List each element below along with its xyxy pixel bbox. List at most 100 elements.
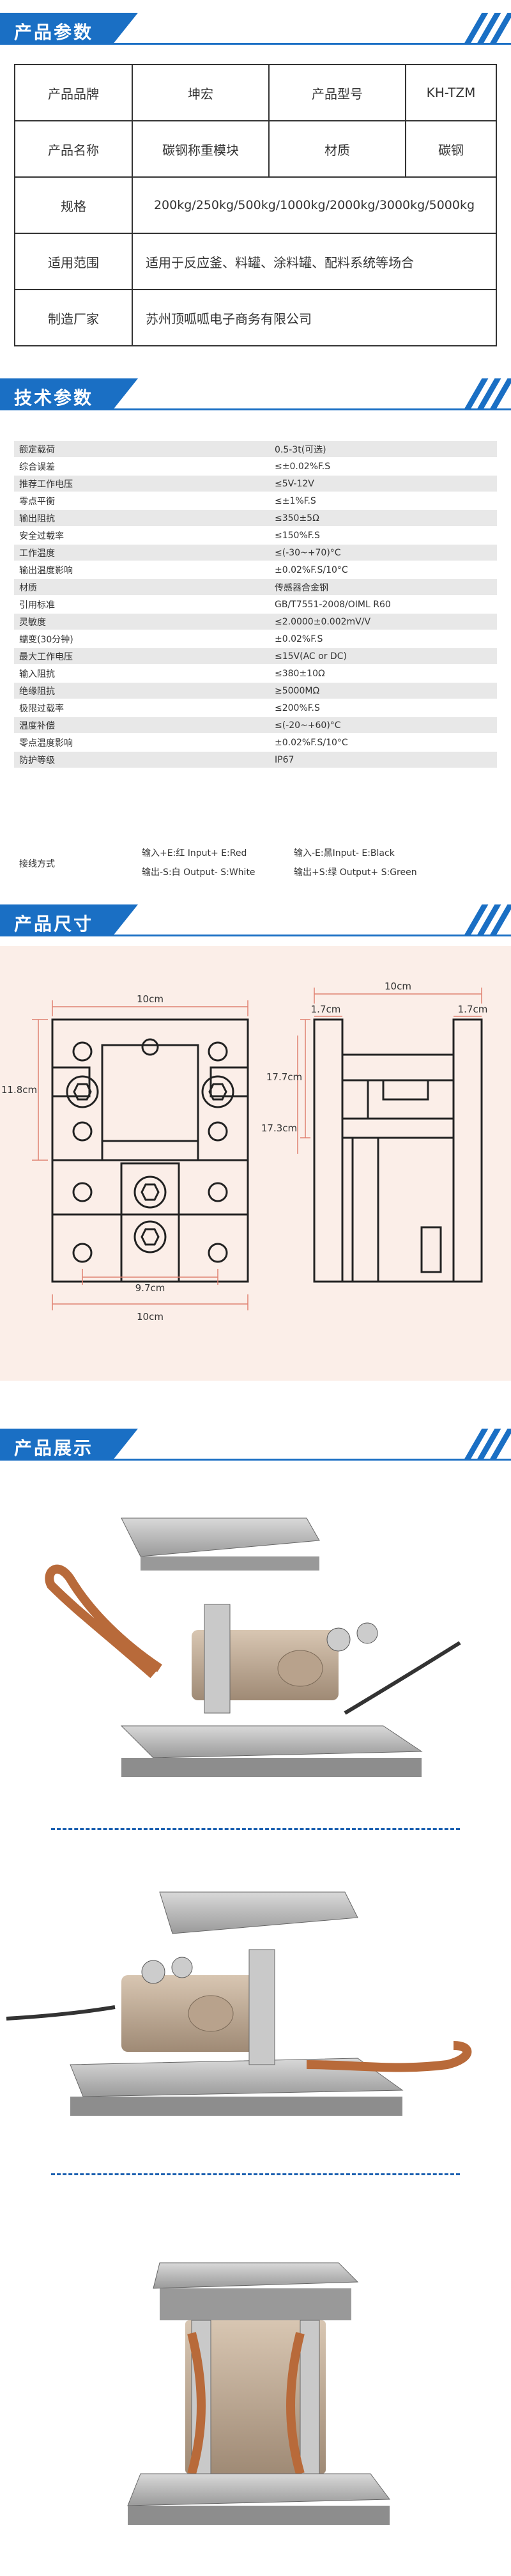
spec-value: ±0.02%F.S/10°C [275, 564, 348, 575]
spec-key: 极限过载率 [19, 703, 64, 714]
wiring-input-positive: 输入+E:红 Input+ E:Red [142, 848, 247, 858]
tech-spec-row: 综合误差 ≤±0.02%F.S [14, 458, 497, 476]
wiring-block: 接线方式 输入+E:红 Input+ E:Red 输入-E:黑Input- E:… [14, 842, 497, 887]
section-title: 技术参数 [14, 387, 94, 408]
spec-key: 零点平衡 [19, 496, 55, 507]
spec-key: 输出阻抗 [19, 513, 55, 524]
spec-value: ≤15V(AC or DC) [275, 651, 347, 662]
tech-spec-list: 额定载荷 0.5-3t(可选) 综合误差 ≤±0.02%F.S 推荐工作电压 ≤5V-12… [14, 441, 497, 769]
tech-spec-row: 引用标准 GB/T7551-2008/OIML R60 [14, 596, 497, 614]
section-title: 产品参数 [14, 22, 94, 43]
spec-value: ≤(-30~+70)°C [275, 547, 341, 558]
spec-key: 防护等级 [19, 755, 55, 766]
section-header-tech-params: 技术参数 [0, 378, 511, 410]
spec-label: 规格 [14, 176, 133, 234]
divider [51, 2173, 460, 2175]
tech-spec-row: 最大工作电压 ≤15V(AC or DC) [14, 648, 497, 665]
spec-key: 最大工作电压 [19, 651, 73, 662]
material-label: 材质 [268, 120, 406, 178]
front-view [51, 1018, 249, 1283]
tech-spec-row: 极限过载率 ≤200%F.S [14, 700, 497, 717]
spec-value: 传感器合金钢 [275, 582, 328, 593]
side-width-label: 10cm [385, 981, 411, 992]
front-width-bottom-label: 10cm [137, 1311, 164, 1323]
product-photo-1 [0, 1483, 511, 1803]
spec-value: GB/T7551-2008/OIML R60 [275, 599, 391, 610]
dimension-drawing-area: 10cm 11.8cm 9.7cm 10cm 10cm [0, 946, 511, 1381]
spec-key: 绝缘阻抗 [19, 686, 55, 697]
product-photo-2 [0, 1854, 511, 2154]
spec-value: ≤±1%F.S [275, 495, 316, 506]
spec-value: ≤±0.02%F.S [275, 461, 331, 472]
tech-spec-row: 零点平衡 ≤±1%F.S [14, 493, 497, 510]
wiring-label: 接线方式 [19, 859, 55, 869]
spec-key: 综合误差 [19, 462, 55, 472]
side-h1-label: 17.7cm [266, 1071, 302, 1083]
spec-key: 引用标准 [19, 600, 55, 610]
spec-value: ≥5000MΩ [275, 685, 320, 696]
tech-spec-row: 蠕变(30分钟)±0.02%F.S [14, 631, 497, 648]
front-height-label: 11.8cm [1, 1084, 37, 1096]
spec-value: ≤350±5Ω [275, 513, 319, 524]
wiring-input-negative: 输入-E:黑Input- E:Black [294, 848, 395, 858]
spec-value: ≤(-20~+60)°C [275, 720, 341, 731]
section-header-product-show: 产品展示 [0, 1429, 511, 1461]
tech-spec-row: 绝缘阻抗 ≥5000MΩ [14, 683, 497, 700]
model-value: KH-TZM [405, 64, 497, 121]
tech-spec-row: 输出阻抗 ≤350±5Ω [14, 510, 497, 527]
spec-key: 输入阻抗 [19, 669, 55, 679]
maker-label: 制造厂家 [14, 289, 133, 346]
tech-spec-row: 推荐工作电压 ≤5V-12V [14, 476, 497, 493]
section-title: 产品展示 [14, 1438, 94, 1459]
front-width-top-label: 10cm [137, 993, 164, 1005]
tech-spec-row: 输入阻抗 ≤380±10Ω [14, 665, 497, 683]
spec-value: ≤200%F.S [275, 702, 320, 713]
spec-key: 额定载荷 [19, 444, 55, 455]
tech-spec-row: 安全过载率 ≤150%F.S [14, 527, 497, 545]
spec-key: 材质 [19, 582, 37, 593]
maker-value: 苏州顶呱呱电子商务有限公司 [132, 289, 497, 346]
model-label: 产品型号 [268, 64, 406, 121]
front-inner-label: 9.7cm [135, 1282, 165, 1294]
tech-spec-row: 灵敏度 ≤2.0000±0.002mV/V [14, 614, 497, 631]
tech-spec-row: 防护等级 IP67 [14, 752, 497, 769]
wiring-output-negative: 输出-S:白 Output- S:White [142, 867, 256, 878]
divider [51, 1828, 460, 1830]
spec-value: ≤150%F.S [275, 530, 320, 541]
scope-value: 适用于反应釜、料罐、涂料罐、配料系统等场合 [132, 233, 497, 290]
section-title: 产品尺寸 [14, 913, 94, 935]
section-header-product-params: 产品参数 [0, 13, 511, 45]
bolt-heads [66, 1075, 234, 1253]
spec-value: ±0.02%F.S/10°C [275, 737, 348, 748]
spec-key: 温度补偿 [19, 720, 55, 731]
side-left-label: 1.7cm [311, 1004, 341, 1015]
spec-value: 0.5-3t(可选) [275, 444, 326, 455]
spec-key: 输出温度影响 [19, 565, 73, 576]
spec-key: 零点温度影响 [19, 738, 73, 749]
spec-value: ≤380±10Ω [275, 668, 325, 679]
scope-label: 适用范围 [14, 233, 133, 290]
spec-value: ±0.02%F.S [275, 633, 323, 644]
spec-key: 安全过载率 [19, 531, 64, 541]
spec-value: 200kg/250kg/500kg/1000kg/2000kg/3000kg/5… [132, 176, 497, 234]
side-view [313, 1018, 483, 1283]
spec-key: 推荐工作电压 [19, 479, 73, 490]
brand-label: 产品品牌 [14, 64, 133, 121]
dimension-drawing: 10cm 11.8cm 9.7cm 10cm 10cm [1, 981, 488, 1323]
wiring-output-positive: 输出+S:绿 Output+ S:Green [294, 867, 417, 878]
spec-value: ≤2.0000±0.002mV/V [275, 616, 371, 627]
side-right-label: 1.7cm [458, 1004, 488, 1015]
spec-key: 工作温度 [19, 548, 55, 559]
tech-spec-row: 额定载荷 0.5-3t(可选) [14, 441, 497, 458]
tech-spec-row: 输出温度影响 ±0.02%F.S/10°C [14, 562, 497, 579]
brand-value: 坤宏 [132, 64, 270, 121]
spec-value: ≤5V-12V [275, 478, 314, 489]
material-value: 碳钢 [405, 120, 497, 178]
product-photo-3 [0, 2199, 511, 2563]
side-h2-label: 17.3cm [261, 1122, 297, 1134]
tech-spec-row: 温度补偿 ≤(-20~+60)°C [14, 717, 497, 734]
spec-value: IP67 [275, 754, 294, 765]
front-outline [51, 1018, 249, 1283]
tech-spec-row: 零点温度影响 ±0.02%F.S/10°C [14, 734, 497, 752]
spec-key: 灵敏度 [19, 617, 46, 628]
